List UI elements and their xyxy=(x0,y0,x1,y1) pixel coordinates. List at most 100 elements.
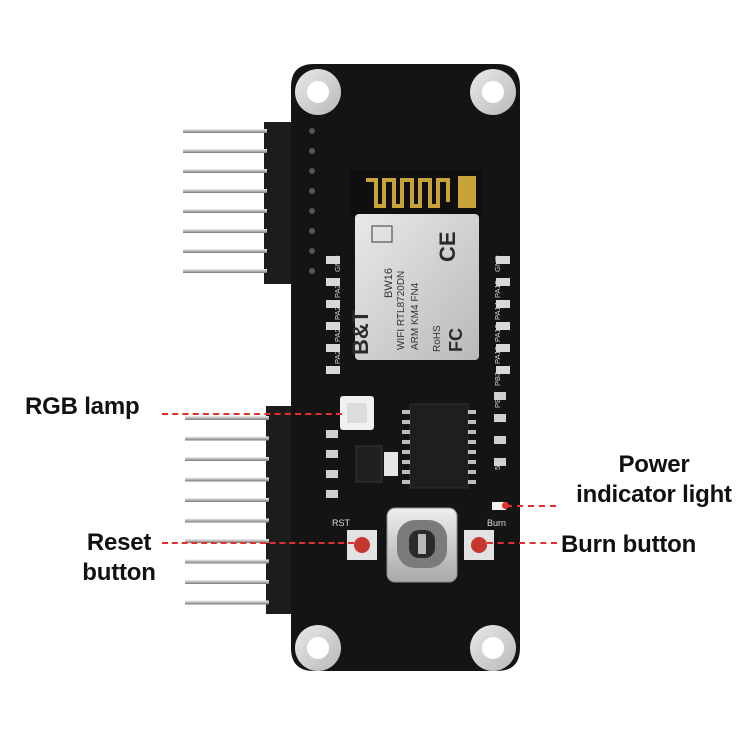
leader-reset-button xyxy=(162,542,354,544)
callout-reset-button: Reset button xyxy=(68,528,170,588)
smd-part xyxy=(494,436,506,444)
smd-part xyxy=(326,256,340,264)
rohs-mark: RoHS xyxy=(432,325,443,352)
header-pin xyxy=(183,249,267,253)
smd-part xyxy=(496,300,510,308)
smd-part xyxy=(326,322,340,330)
through-hole xyxy=(309,168,315,174)
header-pin xyxy=(183,189,267,193)
header-pin xyxy=(185,477,269,482)
pin-labels: GND PA30 PA27 PA25 PA26 GND PA15 PA14 PA… xyxy=(333,255,502,470)
pin-label-gnd-left: GND xyxy=(333,255,342,272)
mounting-holes xyxy=(295,69,516,671)
pin-label-pa15: PA15 xyxy=(493,280,502,298)
pin-label-pa30: PA30 xyxy=(333,280,342,298)
callout-reset-line2: button xyxy=(82,559,156,586)
ic-leg xyxy=(402,480,410,484)
smd-part xyxy=(326,278,340,286)
silk-rst: RST xyxy=(332,518,351,528)
reset-button[interactable] xyxy=(347,530,377,560)
ic-leg xyxy=(402,430,410,434)
smd-part xyxy=(496,322,510,330)
pin-label-pa14: PA14 xyxy=(493,302,502,320)
ic-leg xyxy=(402,460,410,464)
header-pin xyxy=(185,498,269,502)
power-led xyxy=(492,502,506,510)
rgb-led xyxy=(340,396,374,430)
smd-part xyxy=(326,344,340,352)
header-pin xyxy=(183,149,267,153)
ic-leg xyxy=(468,460,476,464)
header-pin xyxy=(185,600,269,605)
pin-label-pa27: PA27 xyxy=(333,302,342,320)
through-hole xyxy=(309,268,315,274)
header-pin xyxy=(185,436,269,441)
ic-leg xyxy=(468,440,476,444)
module-wifi-line: WIFI RTL8720DN xyxy=(396,271,407,350)
smd-part xyxy=(326,470,338,478)
smd-part xyxy=(326,366,340,374)
ic-leg xyxy=(468,470,476,474)
fcc-mark: FC xyxy=(446,328,466,352)
smd-part xyxy=(496,344,510,352)
smd-part xyxy=(326,300,340,308)
through-hole xyxy=(309,248,315,254)
ic-leg xyxy=(402,420,410,424)
header-pin xyxy=(183,209,267,213)
pin-label-pa12: PA12 xyxy=(493,346,502,364)
through-hole xyxy=(309,128,315,134)
pin-label-5v: 5V xyxy=(493,461,502,470)
bottom-pin-header xyxy=(185,406,302,614)
regulator-chip xyxy=(355,445,398,483)
callout-burn-button: Burn button xyxy=(561,531,697,558)
usb-c-port[interactable] xyxy=(386,507,458,583)
pin-label-gnd-right: GND xyxy=(493,255,502,272)
ic-leg xyxy=(402,410,410,414)
header-pin xyxy=(183,169,267,173)
header-pin xyxy=(185,518,269,523)
side-components xyxy=(326,256,510,498)
ic-leg xyxy=(468,450,476,454)
top-pin-header xyxy=(183,122,300,284)
ic-leg xyxy=(468,420,476,424)
smd-part xyxy=(494,414,506,422)
pin-label-pb3: PB3 xyxy=(493,372,502,386)
module-model: BW16 xyxy=(383,268,395,298)
smd-part xyxy=(494,458,506,466)
ic-leg xyxy=(468,480,476,484)
module-arm-line: ARM KM4 FN4 xyxy=(410,282,421,350)
smd-part xyxy=(326,490,338,498)
smd-part xyxy=(326,430,338,438)
usb-serial-chip xyxy=(402,403,476,489)
header-pin xyxy=(185,539,269,543)
through-hole xyxy=(309,228,315,234)
header-pin xyxy=(185,559,269,564)
ic-leg xyxy=(402,450,410,454)
ce-mark: CE xyxy=(435,231,460,262)
burn-button[interactable] xyxy=(464,530,494,560)
callout-reset-line1: Reset xyxy=(86,529,152,556)
silk-burn: Burn xyxy=(487,518,506,528)
through-hole xyxy=(309,188,315,194)
module-brand: B&T xyxy=(348,309,373,355)
leader-power-dot xyxy=(502,502,509,509)
pin-label-pa13: PA13 xyxy=(493,324,502,342)
pin-label-pb2: PB2 xyxy=(493,394,502,408)
through-hole xyxy=(309,208,315,214)
wifi-antenna xyxy=(350,170,482,216)
smd-part xyxy=(494,392,506,400)
smd-part xyxy=(496,256,510,264)
callout-power-line2: indicator light xyxy=(576,481,732,508)
ic-leg xyxy=(402,470,410,474)
leader-burn-button xyxy=(487,542,557,544)
callout-power-line1: Power xyxy=(618,451,690,478)
header-pin xyxy=(185,457,269,461)
ic-leg xyxy=(468,410,476,414)
pin-label-pa25: PA25 xyxy=(333,324,342,342)
wifi-module: B&T BW16 WIFI RTL8720DN ARM KM4 FN4 CE F… xyxy=(348,214,479,360)
callout-power-indicator: Power indicator light xyxy=(560,450,748,510)
header-pin xyxy=(183,229,267,233)
leader-power-indicator xyxy=(506,505,556,507)
pin-label-pa26: PA26 xyxy=(333,346,342,364)
